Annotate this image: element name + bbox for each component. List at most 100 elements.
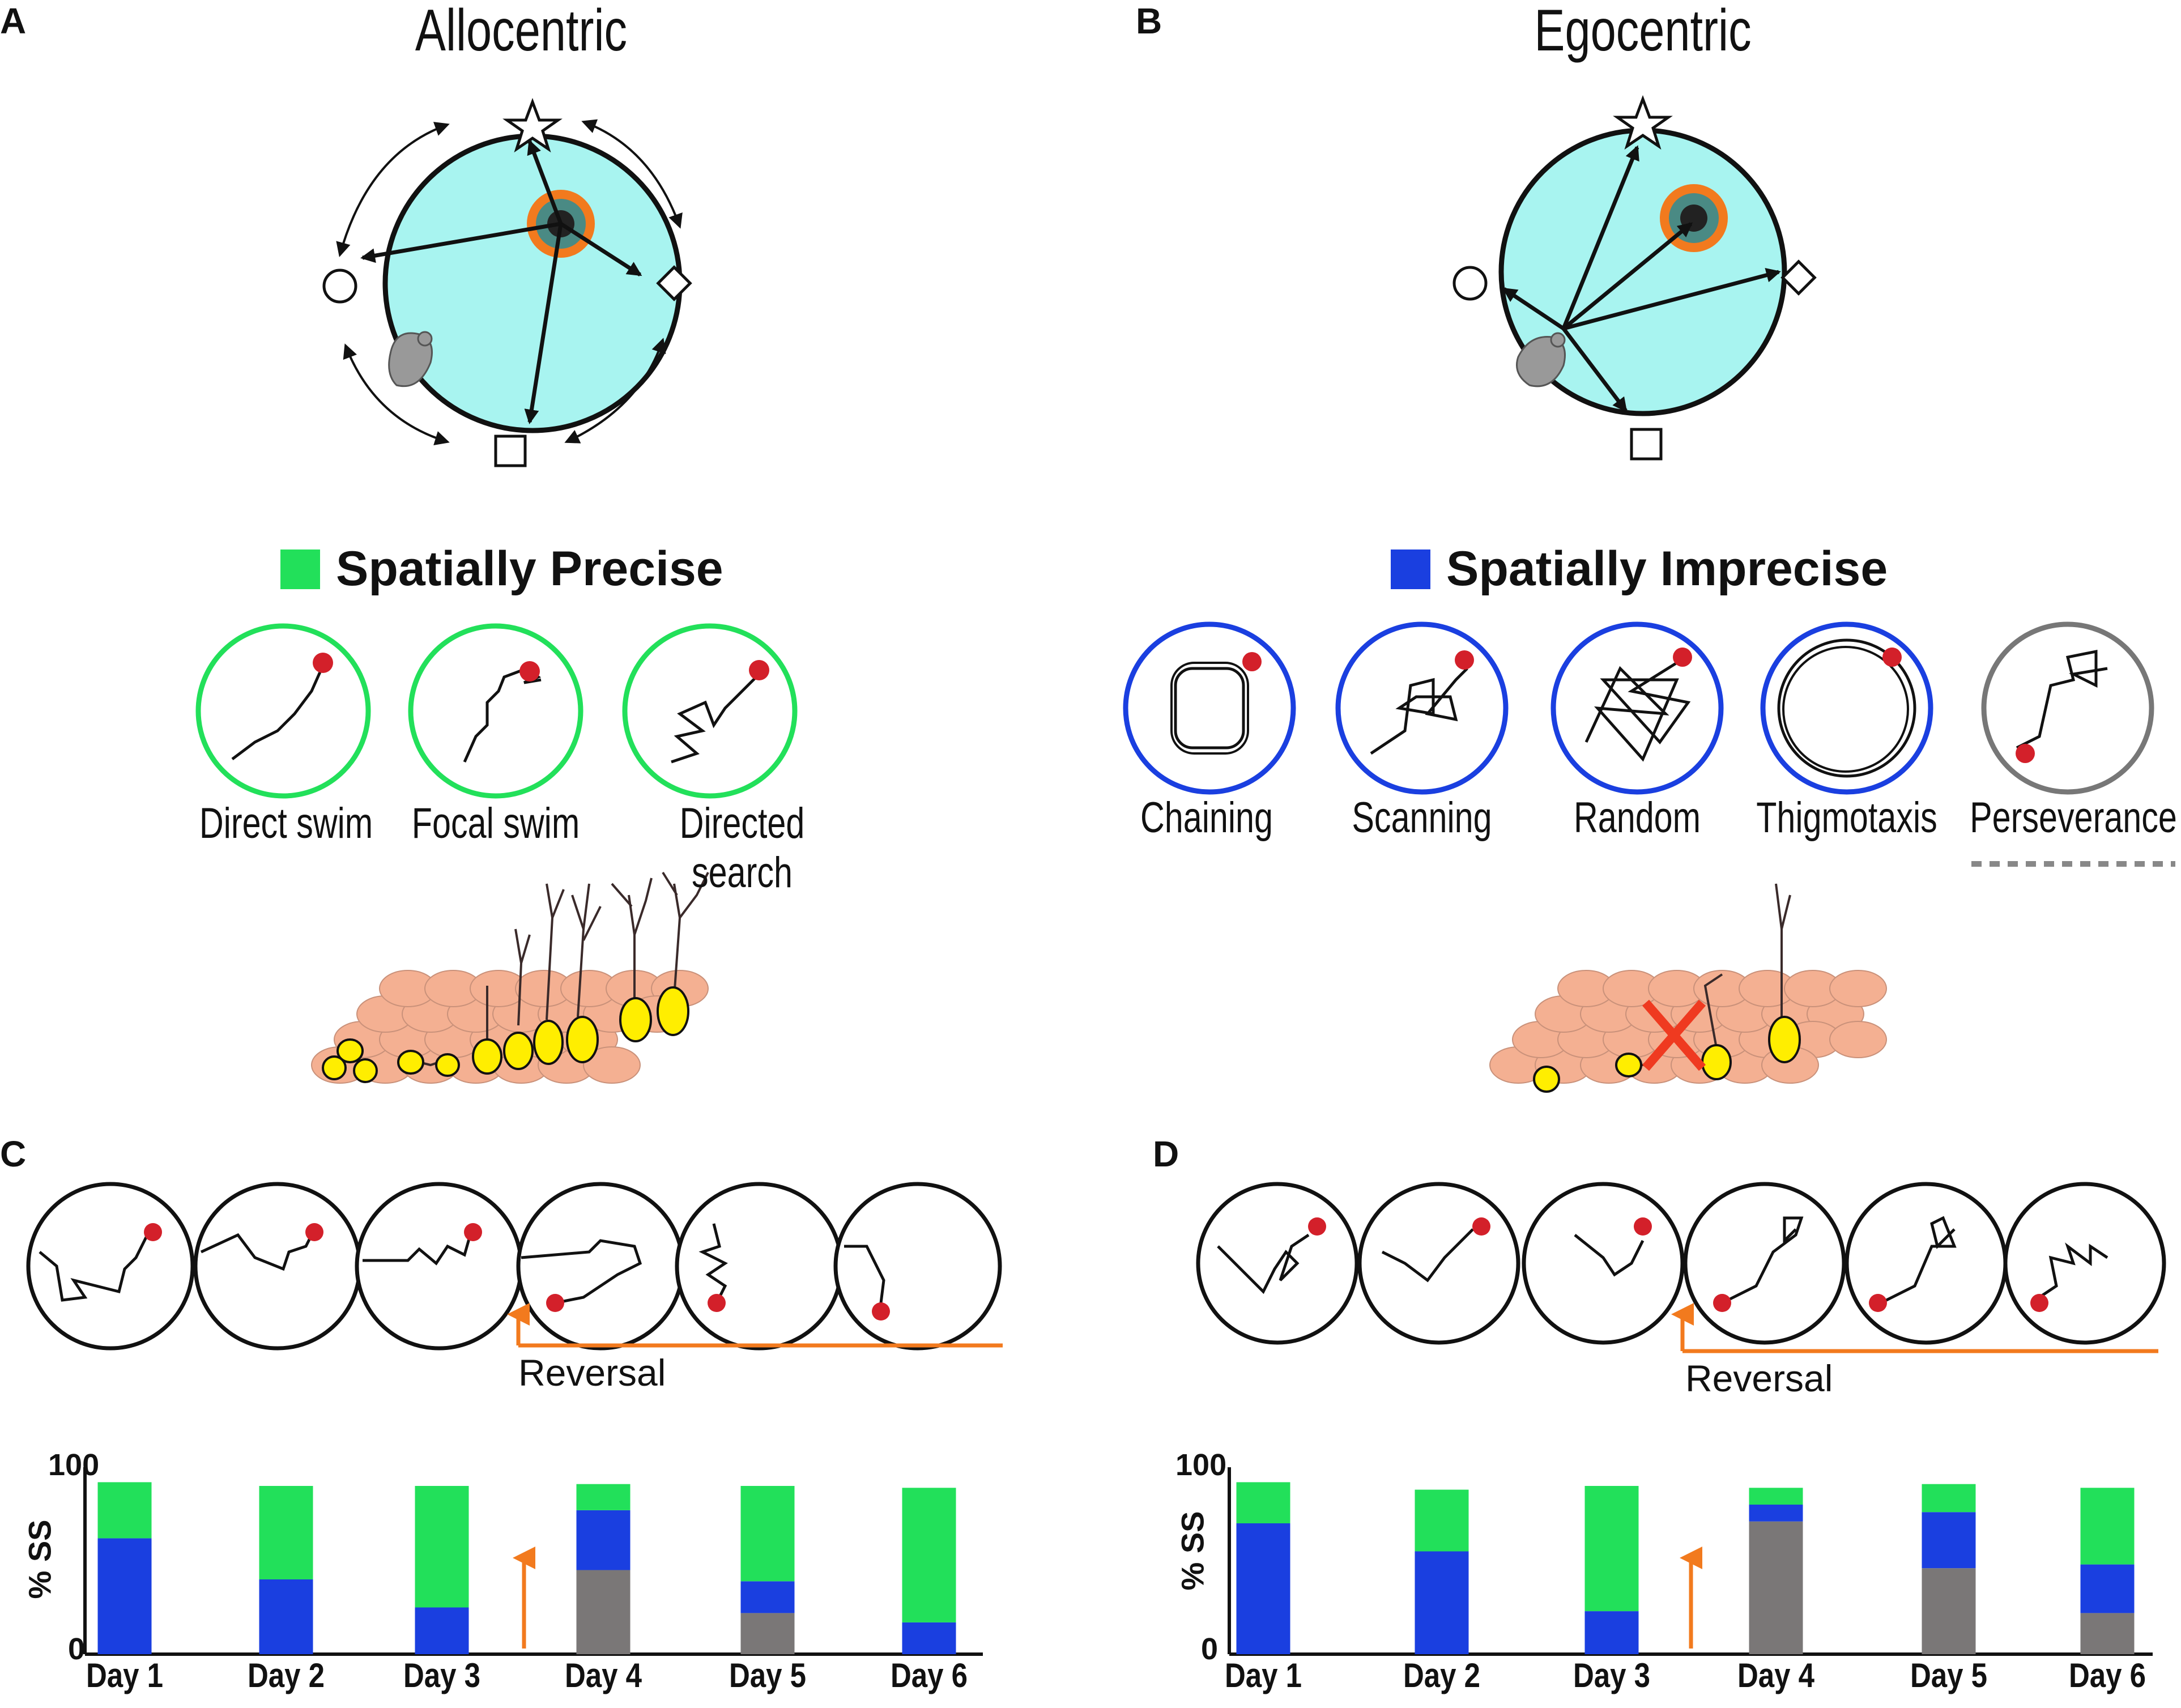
egocentric-title: Egocentric [1534, 0, 1752, 63]
diamond-cue-icon [1780, 259, 1817, 296]
chart-d-bar-day4-seg1 [1749, 1521, 1803, 1654]
legend-imprecise: Spatially Imprecise [1391, 541, 1888, 597]
label-scanning: Scanning [1352, 794, 1492, 842]
neuron-layer-egocentric [1489, 883, 1887, 1093]
chart-d-day-label-4: Day 4 [1737, 1656, 1815, 1694]
chart-d-bar-day3-seg3 [1584, 1486, 1639, 1612]
chart-c-bar-day3-seg3 [415, 1486, 469, 1608]
label-perseverance: Perseverance [1970, 794, 2177, 842]
panel-a-letter: A [0, 1, 27, 41]
chart-c-bar-day6-seg3 [902, 1488, 956, 1622]
chart-c-ylabel: % SS [22, 1519, 58, 1599]
reversal-label-d: Reversal [1685, 1357, 1833, 1399]
chart-c-bar-day1-seg2 [97, 1538, 152, 1654]
chart-d-ylabel: % SS [1174, 1511, 1211, 1591]
chart-d-day-label-6: Day 6 [2068, 1656, 2146, 1694]
direct-swim-icon [195, 623, 371, 799]
legend-imprecise-swatch [1391, 549, 1430, 589]
chart-d-bar-day2-seg3 [1415, 1489, 1469, 1552]
red-x-icon [1642, 999, 1706, 1071]
chart-d-ytick-100: 100 [1175, 1448, 1227, 1482]
legend-precise-label: Spatially Precise [336, 542, 723, 596]
chart-d-bar-day4-seg2 [1749, 1505, 1803, 1522]
chart-c-day-label-3: Day 3 [403, 1656, 481, 1694]
chart-c-bar-day5-seg2 [740, 1581, 795, 1613]
label-chaining: Chaining [1140, 794, 1273, 842]
chart-c-day-label-2: Day 2 [247, 1656, 325, 1694]
label-direct-swim: Direct swim [199, 799, 373, 847]
panel-b-letter: B [1136, 1, 1162, 41]
chart-c-bar-day2-seg2 [259, 1579, 313, 1654]
neuron-layer-allocentric [311, 871, 709, 1084]
focal-swim-icon [408, 623, 583, 799]
chart-d-bar-day6-seg2 [2080, 1564, 2135, 1613]
chart-d-bar-day5-seg3 [1922, 1484, 1976, 1513]
chart-c-bar-day5-seg1 [740, 1613, 795, 1654]
reversal-label-c: Reversal [518, 1352, 666, 1394]
legend-precise-swatch [280, 549, 320, 589]
chart-d-bar-day3-seg2 [1584, 1611, 1639, 1654]
chart-d-day-label-1: Day 1 [1224, 1656, 1302, 1694]
square-cue-icon [494, 435, 527, 467]
chart-c [83, 1467, 983, 1656]
star-cue-icon [1613, 95, 1673, 150]
chart-c-ytick-0: 0 [68, 1632, 86, 1666]
panel-c-letter: C [0, 1134, 27, 1174]
chart-c-day-label-6: Day 6 [890, 1656, 968, 1694]
mouse-icon [1516, 332, 1566, 387]
precise-strategy-icons [195, 623, 798, 799]
panel-c-trials [26, 1182, 1002, 1351]
chart-d-day-label-5: Day 5 [1910, 1656, 1988, 1694]
legend-precise: Spatially Precise [280, 541, 723, 597]
chart-c-day-label-4: Day 4 [564, 1656, 642, 1694]
chart-d-bar-day5-seg2 [1922, 1512, 1976, 1569]
imprecise-strategy-icons [1123, 621, 2175, 867]
chart-c-bar-day4-seg1 [576, 1570, 631, 1654]
label-random: Random [1573, 794, 1701, 842]
chart-c-bar-day1-seg3 [97, 1482, 152, 1539]
reversal-arrow-c [518, 1314, 1003, 1348]
chart-d-day-label-3: Day 3 [1573, 1656, 1651, 1694]
pool [382, 133, 683, 433]
chart-d-bar-day1-seg2 [1236, 1523, 1290, 1654]
egocentric-pool-diagram [1452, 95, 1817, 461]
circle-cue-icon [322, 269, 357, 304]
chart-d-ytick-0: 0 [1201, 1632, 1219, 1666]
chart-d-bar-day1-seg3 [1236, 1482, 1290, 1523]
chart-d-bar-day4-seg3 [1749, 1488, 1803, 1505]
allocentric-pool-diagram [322, 97, 692, 467]
chart-d-bar-day5-seg1 [1922, 1568, 1976, 1654]
scanning-icon [1335, 621, 1509, 795]
directed-search-icon [622, 623, 798, 799]
chart-d-bar-day6-seg1 [2080, 1613, 2135, 1654]
square-cue-icon [1630, 428, 1663, 461]
panel-d-letter: D [1153, 1134, 1179, 1174]
chart-c-bar-day6-seg2 [902, 1622, 956, 1654]
label-focal-swim: Focal swim [411, 799, 580, 847]
chart-c-bar-day4-seg2 [576, 1510, 631, 1570]
chart-c-day-label-1: Day 1 [86, 1656, 164, 1694]
legend-imprecise-label: Spatially Imprecise [1446, 542, 1888, 596]
label-thigmotaxis: Thigmotaxis [1756, 794, 1937, 842]
thigmotaxis-icon [1760, 621, 1933, 795]
chart-d-bar-day6-seg3 [2080, 1488, 2135, 1565]
chart-d-day-label-2: Day 2 [1403, 1656, 1481, 1694]
label-directed-search: Directed search [679, 799, 805, 897]
star-cue-icon [502, 97, 563, 153]
perseverance-icon [1981, 621, 2154, 795]
chart-c-bar-day4-seg3 [576, 1484, 631, 1510]
chaining-icon [1123, 621, 1296, 795]
allocentric-title: Allocentric [415, 0, 628, 63]
reversal-arrow-d [1682, 1314, 2158, 1353]
chart-c-day-label-5: Day 5 [729, 1656, 807, 1694]
chart-c-ytick-100: 100 [48, 1448, 100, 1482]
chart-c-bar-day3-seg2 [415, 1607, 469, 1654]
diamond-cue-icon [656, 265, 692, 301]
chart-c-bar-day5-seg3 [740, 1486, 795, 1582]
chart-d-bar-day2-seg2 [1415, 1551, 1469, 1654]
random-icon [1550, 621, 1724, 795]
chart-c-bar-day2-seg3 [259, 1486, 313, 1579]
chart-d [1228, 1467, 2153, 1656]
circle-cue-icon [1452, 266, 1488, 301]
